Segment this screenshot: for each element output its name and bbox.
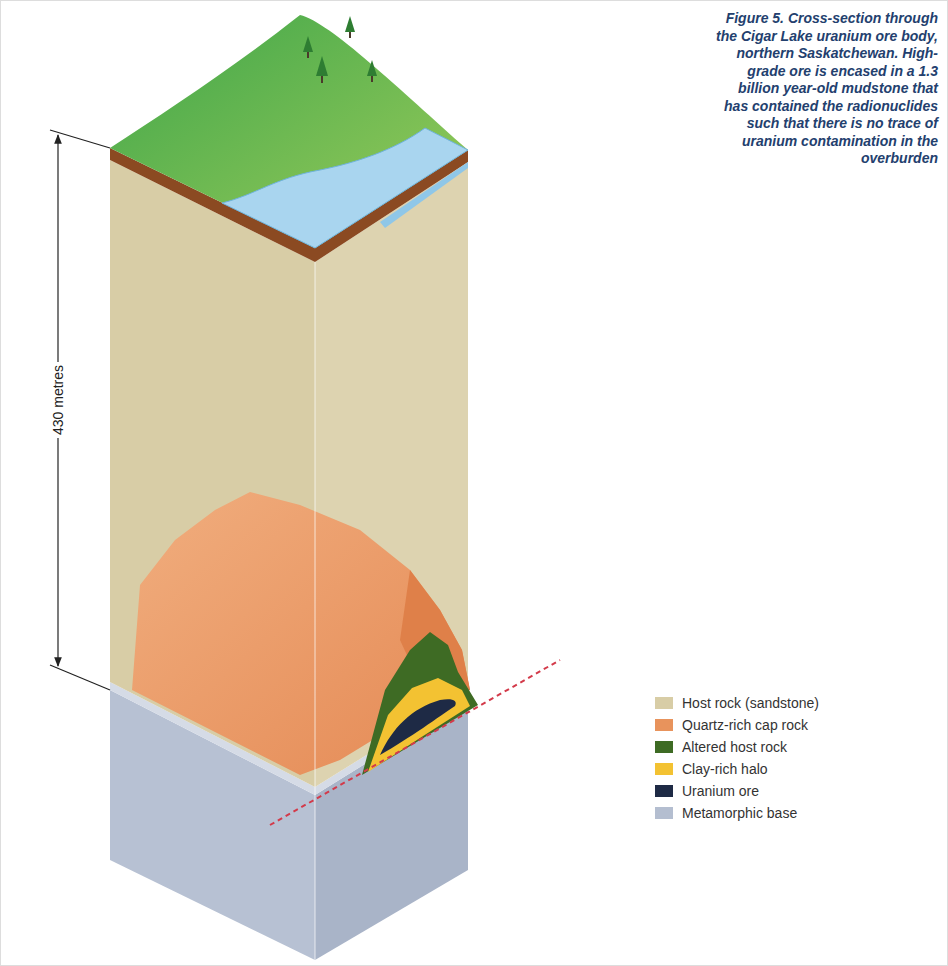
legend-swatch: [655, 697, 673, 709]
legend-swatch: [655, 719, 673, 731]
legend-swatch: [655, 785, 673, 797]
legend-row: Host rock (sandstone): [655, 693, 792, 713]
block-edge: [315, 262, 316, 960]
land-surface: [110, 15, 468, 248]
legend-text: Quartz-rich cap rock: [682, 715, 808, 735]
altered-host-rock: [362, 632, 478, 775]
legend-swatch: [655, 763, 673, 775]
legend-row: Uranium ore: [655, 781, 732, 801]
lake-shore: [222, 128, 468, 248]
legend-text: Uranium ore: [682, 781, 759, 801]
legend-row: Metamorphic base: [655, 803, 770, 823]
legend-swatch: [655, 741, 673, 753]
dimension-label: 430 metres: [50, 362, 66, 438]
legend-row: Quartz-rich cap rock: [655, 715, 781, 735]
figure-caption: Figure 5. Cross-section through the Ciga…: [712, 10, 938, 168]
trees: [303, 16, 377, 83]
uranium-ore: [380, 699, 456, 755]
dimension-extension: [50, 665, 110, 690]
legend-text: Metamorphic base: [682, 803, 797, 823]
dimension-extension: [50, 130, 110, 148]
fault-line: [270, 660, 560, 825]
legend-row: Altered host rock: [655, 737, 760, 757]
clay-halo: [368, 678, 470, 772]
legend-text: Host rock (sandstone): [682, 693, 819, 713]
cap-rock: [132, 492, 470, 775]
legend-row: Clay-rich halo: [655, 759, 741, 779]
legend-text: Altered host rock: [682, 737, 787, 757]
legend-swatch: [655, 807, 673, 819]
lake: [222, 128, 468, 248]
legend-text: Clay-rich halo: [682, 759, 768, 779]
